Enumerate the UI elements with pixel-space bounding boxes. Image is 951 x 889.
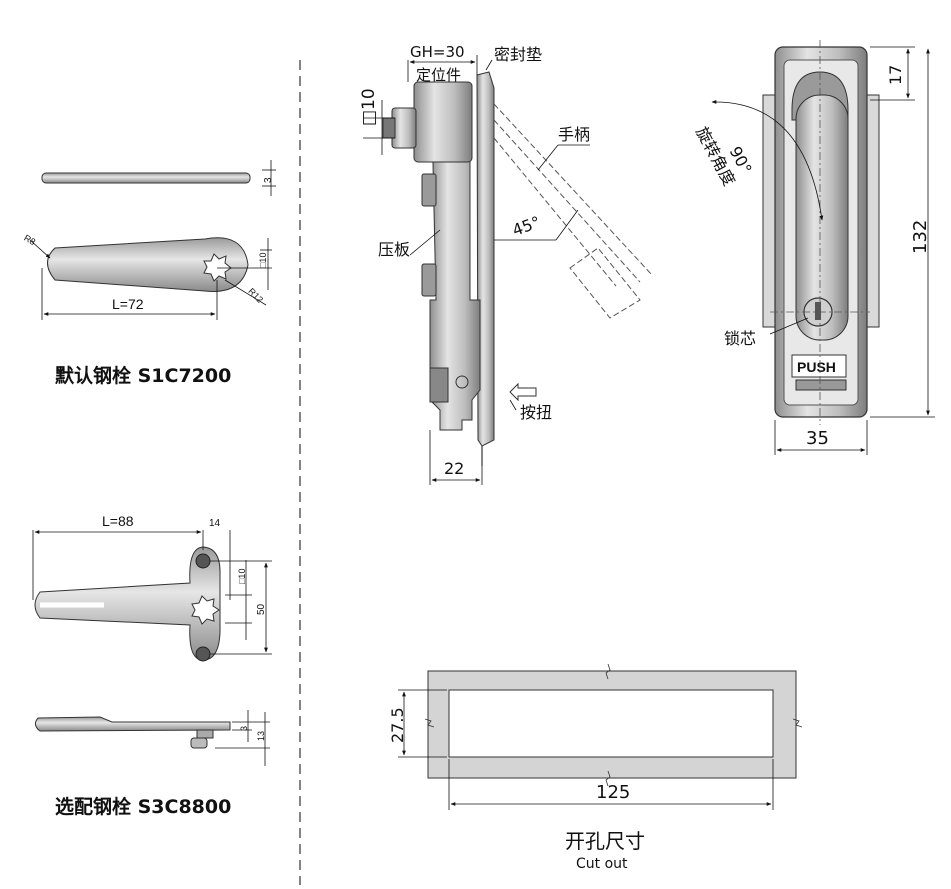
star-drive-icon (191, 595, 220, 625)
optional-cam-top-view: L=88 14 □10 50 (32, 513, 272, 662)
cutout-subtitle: Cut out (576, 856, 628, 872)
clamp-plate-label: 压板 (378, 240, 410, 259)
cutout-title: 开孔尺寸 (565, 829, 645, 853)
front-width: 35 (806, 428, 829, 449)
cutout-drawing: 27.5 125 (388, 663, 803, 810)
default-cam-side-view: 3 (41, 160, 276, 196)
screw-hole-icon (195, 553, 211, 569)
push-text: PUSH (797, 359, 836, 375)
optional-cam-thickness: 3 (239, 726, 249, 731)
star-drive-icon (203, 253, 232, 282)
optional-cam-side-view: 3 13 (34, 710, 270, 766)
default-cam-radius-left: R8 (22, 233, 37, 247)
optional-cam-height: 50 (256, 603, 267, 615)
handle-angle: 45° (510, 212, 543, 240)
side-view: 45° GH=30 密封垫 定位件 □10 手柄 压板 按扭 22 (359, 43, 653, 485)
default-cam-thickness: 3 (263, 177, 274, 183)
locator-label: 定位件 (416, 66, 461, 84)
optional-cam-square: □10 (237, 569, 247, 584)
front-total-height: 132 (910, 220, 931, 254)
cutout-height: 27.5 (388, 707, 407, 743)
default-cam-radius-right: R12 (246, 286, 265, 305)
optional-cam-total-height: 13 (256, 731, 266, 741)
handle-label: 手柄 (558, 125, 590, 144)
grip-range: GH=30 (410, 43, 465, 61)
push-button-label: 按扭 (520, 403, 552, 422)
screw-hole-icon (195, 646, 211, 662)
side-depth: 22 (444, 459, 464, 478)
default-cam-square: □10 (258, 253, 268, 268)
push-arrow-icon (509, 382, 537, 402)
default-cam-top-view: □10 R8 R12 L=72 (22, 233, 272, 320)
optional-cam-offset: 14 (209, 518, 221, 529)
lock-core-label: 锁芯 (724, 329, 756, 348)
front-height-top: 17 (886, 65, 905, 85)
optional-cam-caption: 选配钢栓 S3C8800 (55, 795, 231, 818)
cutout-width: 125 (596, 782, 630, 803)
front-view: PUSH 17 132 90° 旋转角度 锁芯 35 (692, 40, 935, 455)
default-cam-caption: 默认钢栓 S1C7200 (55, 364, 231, 387)
gasket-label: 密封垫 (494, 45, 542, 64)
optional-cam-length: L=88 (102, 513, 134, 529)
square-drive: □10 (359, 88, 379, 126)
default-cam-length: L=72 (112, 296, 144, 312)
